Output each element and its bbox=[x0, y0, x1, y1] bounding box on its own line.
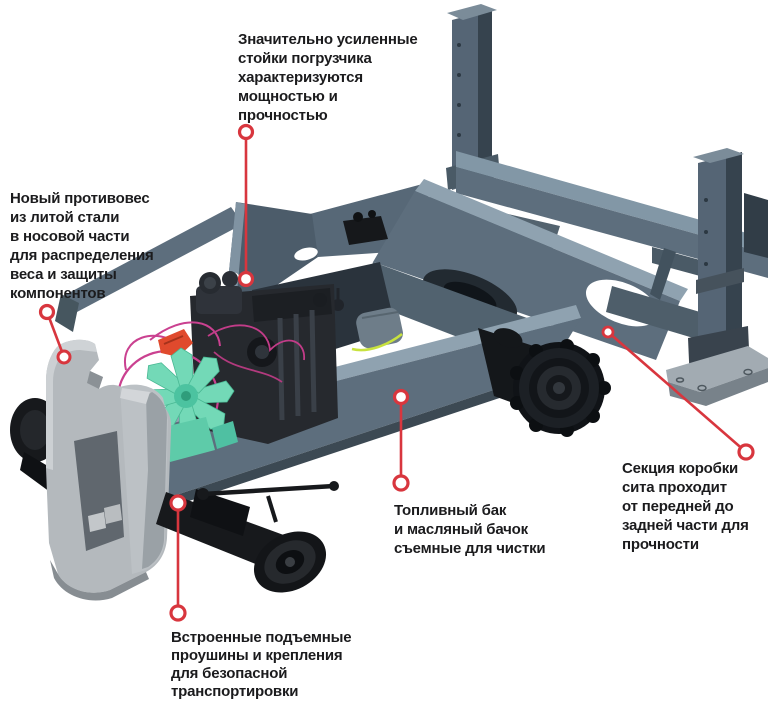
right-edge-member bbox=[744, 193, 768, 258]
callout-marker bbox=[38, 303, 56, 321]
callout-marker bbox=[737, 443, 755, 461]
callout-line-stands bbox=[237, 123, 255, 288]
callout-marker bbox=[237, 123, 255, 141]
mid-components bbox=[332, 210, 403, 352]
callout-marker bbox=[169, 494, 187, 512]
callout-text-lifting-lugs: Встроенные подъемные проушины и креплени… bbox=[171, 629, 352, 700]
callout-text-fuel-tank: Топливный бак и масляный бачок съемные д… bbox=[394, 502, 546, 557]
callout-text-sieve-box: Секция коробки сита проходит от передней… bbox=[622, 460, 749, 553]
callout-marker bbox=[392, 474, 410, 492]
callout-marker bbox=[56, 349, 72, 365]
counterweight bbox=[46, 339, 172, 601]
yellow-hose bbox=[351, 333, 403, 352]
callout-marker bbox=[601, 325, 615, 339]
front-axle bbox=[156, 481, 339, 593]
rear-axle-hub bbox=[478, 328, 611, 437]
callout-marker bbox=[169, 604, 187, 622]
callout-line-lifting-lugs bbox=[169, 494, 187, 622]
callout-text-counterweight: Новый противовес из литой стали в носово… bbox=[10, 190, 154, 302]
top-rail bbox=[456, 151, 768, 278]
callout-line-fuel-tank bbox=[392, 388, 410, 492]
engine bbox=[190, 271, 338, 444]
callout-marker bbox=[237, 270, 255, 288]
callout-text-stands: Значительно усиленные стойки погрузчика … bbox=[238, 31, 418, 124]
callout-line-counterweight bbox=[38, 303, 72, 365]
support-foot bbox=[666, 346, 768, 406]
callout-marker bbox=[392, 388, 410, 406]
callout-line-sieve-box bbox=[601, 325, 755, 461]
